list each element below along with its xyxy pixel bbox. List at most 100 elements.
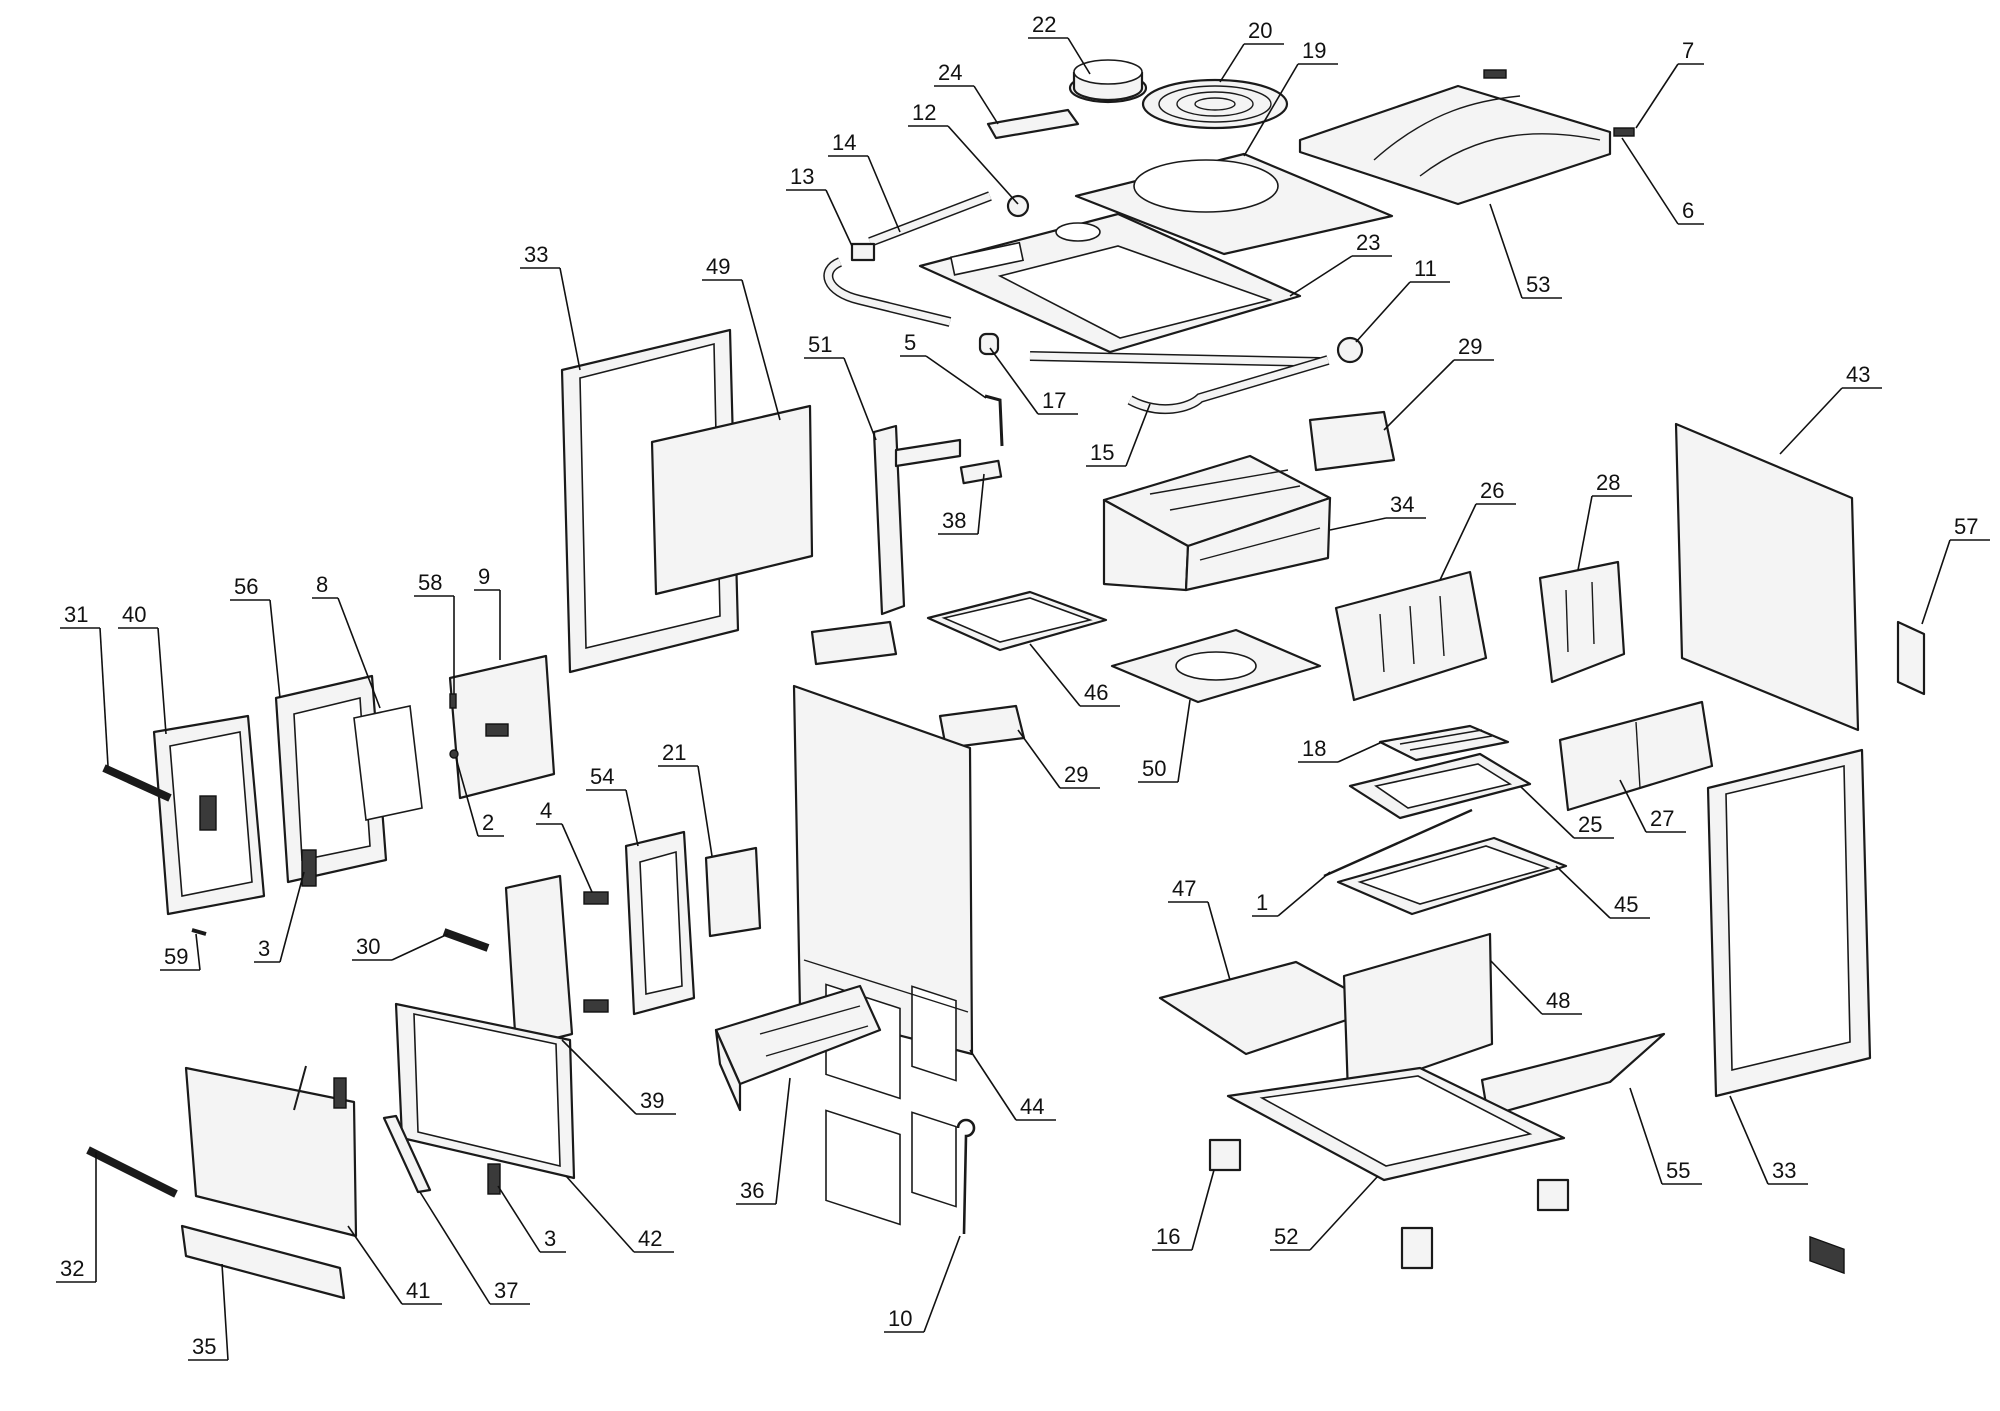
part-poker (956, 1118, 976, 1235)
callout-c28: 28 (1577, 470, 1632, 571)
part-fire-grate (1378, 724, 1510, 762)
part-oven-door (504, 874, 574, 1050)
part-trivet (1110, 628, 1322, 704)
callout-number: 33 (524, 242, 548, 267)
callout-c27: 27 (1619, 779, 1686, 833)
part-screw (449, 749, 459, 759)
callout-leader-line (1779, 387, 1843, 455)
callout-c38: 38 (938, 473, 985, 535)
part-spring (191, 928, 207, 936)
callout-leader-line (947, 125, 1019, 205)
callout-leader-line (1383, 359, 1455, 431)
callout-c3b: 3 (497, 1185, 566, 1253)
callout-number: 53 (1526, 272, 1550, 297)
part-grate-frame (1348, 752, 1532, 820)
callout-number: 19 (1302, 38, 1326, 63)
callout-number: 7 (1682, 38, 1694, 63)
callout-number: 34 (1390, 492, 1414, 517)
callout-number: 49 (706, 254, 730, 279)
callout-c9: 9 (474, 564, 501, 660)
part-top-frame (918, 212, 1302, 354)
callout-c12: 12 (908, 100, 1019, 205)
callout-number: 59 (164, 944, 188, 969)
callout-leader-line (279, 871, 305, 963)
part-bracket-plate (894, 438, 962, 468)
callout-leader-line (347, 1225, 403, 1305)
callout-number: 45 (1614, 892, 1638, 917)
part-slant-plate (1480, 1032, 1666, 1118)
callout-leader-line (625, 789, 639, 847)
part-grate-panel (1334, 570, 1488, 702)
callout-c55: 55 (1629, 1087, 1702, 1185)
callout-number: 6 (1682, 198, 1694, 223)
callout-number: 38 (942, 508, 966, 533)
callout-c48: 48 (1489, 959, 1582, 1015)
callout-c43: 43 (1779, 362, 1882, 455)
callout-leader-line (1337, 741, 1383, 763)
callout-c29a: 29 (1383, 334, 1494, 431)
part-clip (959, 459, 1003, 485)
callout-number: 8 (316, 572, 328, 597)
part-kickplate (180, 1224, 346, 1300)
callout-c37: 37 (419, 1191, 530, 1305)
part-flue-collar (1068, 59, 1148, 104)
part-adjustable-feet (1208, 1138, 1570, 1270)
callout-leader-line (1921, 539, 1951, 625)
callout-leader-line (1309, 1175, 1379, 1251)
callout-leader-line (419, 1191, 491, 1305)
part-side-panel-back (1674, 422, 1860, 1275)
callout-number: 2 (482, 810, 494, 835)
callout-number: 56 (234, 574, 258, 599)
callout-c1: 1 (1252, 871, 1331, 917)
callout-number: 43 (1846, 362, 1870, 387)
callout-leader-line (561, 1039, 637, 1115)
part-latch-upper (301, 849, 317, 887)
callout-c8: 8 (312, 572, 381, 709)
part-hinge-right (1613, 127, 1635, 137)
callout-leader-line (1277, 871, 1331, 917)
callout-number: 33 (1772, 1158, 1796, 1183)
part-ash-drawer (714, 984, 882, 1112)
callout-number: 10 (888, 1306, 912, 1331)
callout-number: 17 (1042, 388, 1066, 413)
callout-number: 55 (1666, 1158, 1690, 1183)
callout-number: 46 (1084, 680, 1108, 705)
callout-c36: 36 (736, 1077, 791, 1205)
callout-c51: 51 (804, 332, 877, 441)
callout-number: 26 (1480, 478, 1504, 503)
callout-leader-line (741, 279, 781, 421)
part-hinge-lower (583, 999, 609, 1013)
callout-c15: 15 (1086, 403, 1151, 467)
callout-c33b: 33 (1729, 1095, 1808, 1185)
callout-number: 58 (418, 570, 442, 595)
callout-number: 3 (258, 936, 270, 961)
part-top-lid (1298, 84, 1612, 206)
callout-number: 18 (1302, 736, 1326, 761)
callout-leader-line (969, 1049, 1017, 1121)
callout-number: 32 (60, 1256, 84, 1281)
callout-c33a: 33 (520, 242, 581, 371)
callout-number: 14 (832, 130, 856, 155)
callout-number: 3 (544, 1226, 556, 1251)
callout-leader-line (1629, 1087, 1663, 1185)
part-lower-door-handle (86, 1146, 178, 1198)
callout-number: 20 (1248, 18, 1272, 43)
callout-leader-line (1577, 495, 1593, 571)
part-baffle-left (810, 620, 898, 666)
part-hob-rings (1141, 78, 1289, 130)
part-angled-bar (382, 1114, 432, 1194)
callout-leader-line (455, 757, 479, 837)
part-hinge-pin (293, 1065, 307, 1111)
callout-c49: 49 (702, 254, 781, 421)
part-door-handle-small (442, 928, 490, 952)
callout-leader-line (1355, 281, 1411, 343)
part-firebox-frame (1102, 454, 1332, 592)
callout-c25: 25 (1519, 785, 1614, 839)
callout-leader-line (1619, 779, 1647, 833)
part-ash-pan (1336, 836, 1568, 916)
callout-c10: 10 (884, 1235, 961, 1333)
callout-number: 37 (494, 1278, 518, 1303)
callout-c18: 18 (1298, 736, 1383, 763)
